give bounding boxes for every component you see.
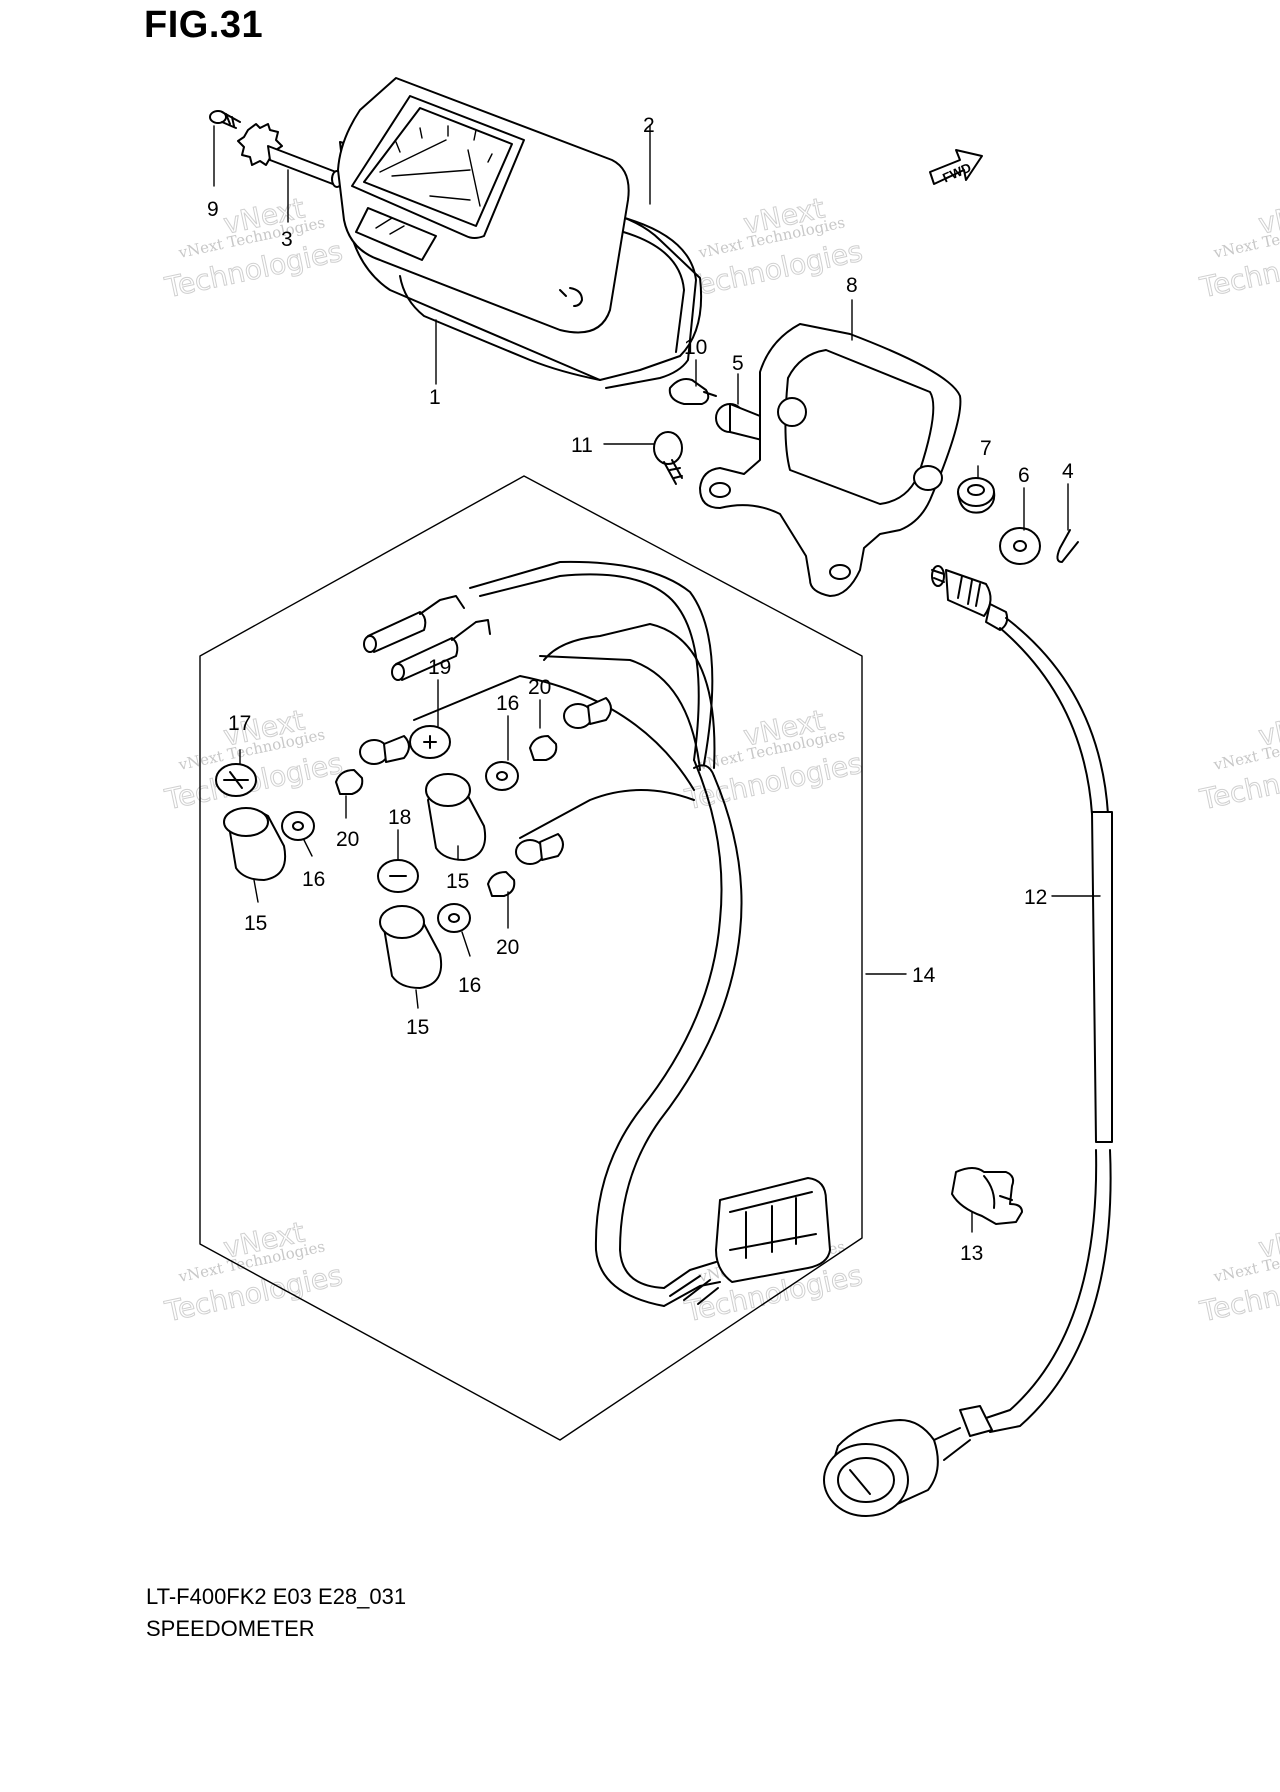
part-7-grommet [957,477,996,514]
part-16-washer [485,761,519,791]
figure-title: FIG.31 [144,4,264,46]
callout-11: 11 [571,434,593,457]
part-14-wire-harness [335,560,831,1307]
part-12-speedometer-cable [823,565,1113,1517]
callout-6: 6 [1018,464,1030,487]
callout-15: 15 [406,1016,429,1039]
callout-20: 20 [496,936,519,959]
callout-14: 14 [912,964,936,987]
callout-8: 8 [846,274,858,297]
part-13-clamp [951,1167,1023,1225]
callout-3: 3 [281,228,293,251]
callout-16: 16 [496,692,519,715]
part-20-bulb [335,735,410,795]
callout-4: 4 [1062,460,1074,483]
part-3-drive-gear [237,123,343,188]
part-19-lens [409,725,451,759]
part-15-bulb-holder [425,773,486,861]
figure-name: SPEEDOMETER [146,1616,315,1641]
part-18-lens [377,859,419,893]
part-20-bulb [529,697,612,761]
callout-19: 19 [428,656,451,679]
part-11-screw [653,431,683,485]
part-9-screw [209,110,241,129]
callout-16: 16 [458,974,481,997]
callout-2: 2 [643,114,655,137]
callout-20: 20 [528,676,551,699]
callout-20: 20 [336,828,359,851]
callout-1: 1 [429,386,441,409]
leader-lines [213,124,1101,1233]
part-1-speedometer-assembly [337,77,703,389]
callout-15: 15 [244,912,267,935]
part-6-washer [999,527,1041,565]
part-4-clip [1056,529,1079,563]
callout-13: 13 [960,1242,983,1265]
callout-18: 18 [388,806,411,829]
callout-5: 5 [732,352,744,375]
callout-17: 17 [228,712,251,735]
figure-model-code: LT-F400FK2 E03 E28_031 [146,1584,407,1609]
part-20-bulb [487,833,564,897]
callout-16: 16 [302,868,325,891]
part-16-washer [437,903,471,933]
callout-15: 15 [446,870,469,893]
callout-7: 7 [980,437,992,460]
part-17-lens [215,763,257,797]
part-14-harness-outline [199,475,863,1441]
callout-labels: 9 3 2 1 10 5 11 8 7 6 4 12 13 14 19 20 1… [207,114,1074,1265]
fwd-label: FWD [940,160,973,186]
callout-12: 12 [1024,886,1047,909]
callout-10: 10 [684,336,707,359]
part-16-washer [281,811,315,841]
part-15-bulb-holder [223,807,286,881]
part-8-bracket [699,323,962,597]
part-10-bulb [668,378,717,405]
fwd-arrow-icon: FWD [929,149,983,186]
part-15-bulb-holder [379,905,442,989]
callout-9: 9 [207,198,219,221]
